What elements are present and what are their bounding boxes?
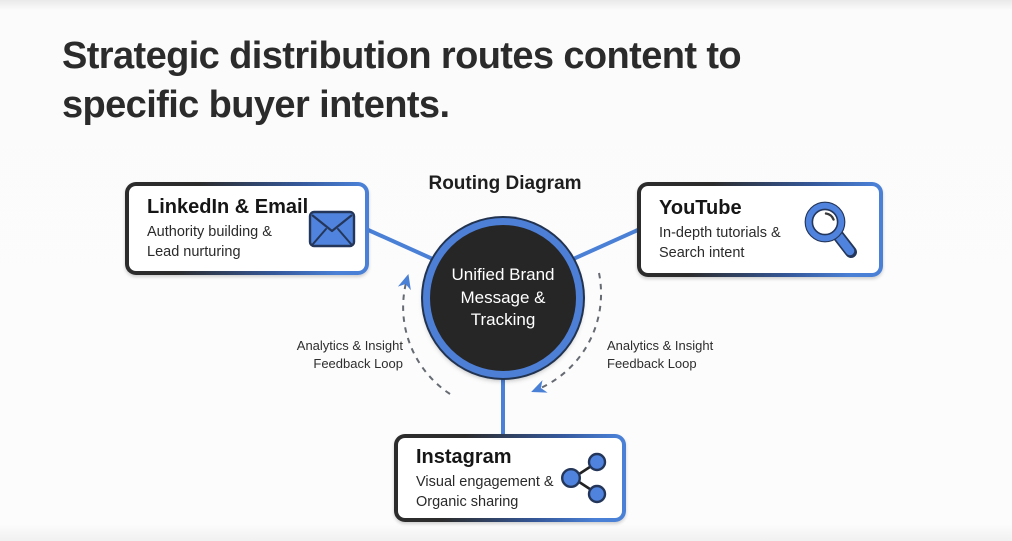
feedback-label-left: Analytics & Insight Feedback Loop xyxy=(296,338,403,372)
envelope-icon xyxy=(308,210,356,248)
node-subtitle: Authority building & Lead nurturing xyxy=(147,224,272,260)
feedback-label-right: Analytics & Insight Feedback Loop xyxy=(607,338,714,372)
hub-label: Unified Brand Message & Tracking xyxy=(451,265,555,330)
node-title: YouTube xyxy=(659,197,742,220)
node-youtube: YouTube In-depth tutorials & Search inte… xyxy=(637,182,883,277)
share-icon xyxy=(558,451,612,505)
node-title: LinkedIn & Email xyxy=(147,196,309,219)
node-instagram: Instagram Visual engagement & Organic sh… xyxy=(394,434,626,522)
node-subtitle: In-depth tutorials & Search intent xyxy=(659,225,781,261)
diagram-title: Routing Diagram xyxy=(428,173,582,194)
node-subtitle: Visual engagement & Organic sharing xyxy=(416,473,554,510)
magnifier-icon xyxy=(799,198,861,262)
hub-node: Unified Brand Message & Tracking xyxy=(423,218,583,378)
node-title: Instagram xyxy=(416,445,512,468)
page-title: Strategic distribution routes content to… xyxy=(62,35,742,126)
node-linkedin-email: LinkedIn & Email Authority building & Le… xyxy=(125,182,369,275)
